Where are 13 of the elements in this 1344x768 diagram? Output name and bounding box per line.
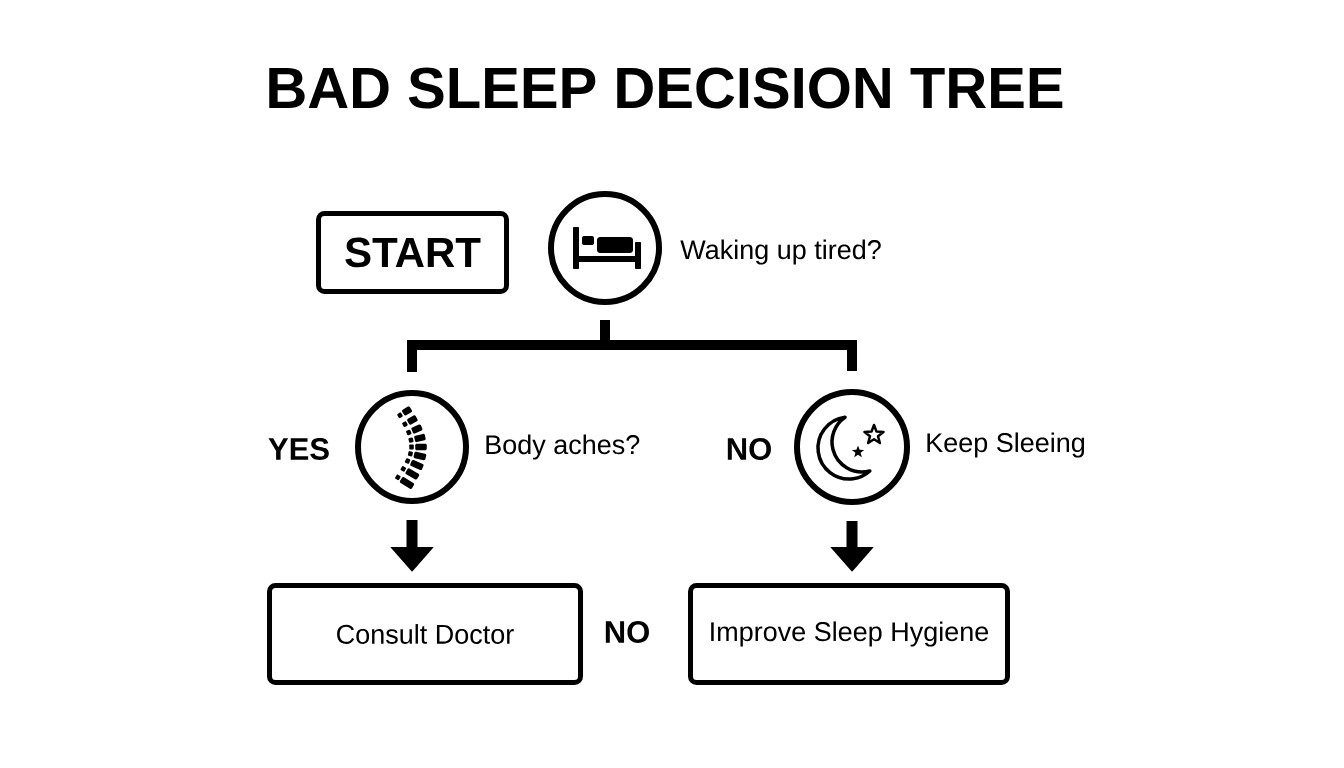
process-box: Improve Sleep Hygiene: [688, 583, 1010, 685]
node-caption: Waking up tired?: [680, 239, 881, 265]
title: BAD SLEEP DECISION TREE: [269, 67, 1063, 109]
process-box: Consult Doctor: [267, 583, 583, 685]
icon-circle: [355, 390, 469, 504]
icon-circle: [794, 389, 910, 505]
bracket-connector: [407, 320, 857, 372]
branch-label: NO: [605, 621, 649, 643]
branch-label: YES: [268, 438, 329, 460]
node-caption: Body aches?: [486, 434, 640, 460]
icon-circle: [548, 191, 662, 305]
start-box: START: [316, 211, 509, 294]
node-caption: Keep Sleeing: [927, 432, 1085, 458]
